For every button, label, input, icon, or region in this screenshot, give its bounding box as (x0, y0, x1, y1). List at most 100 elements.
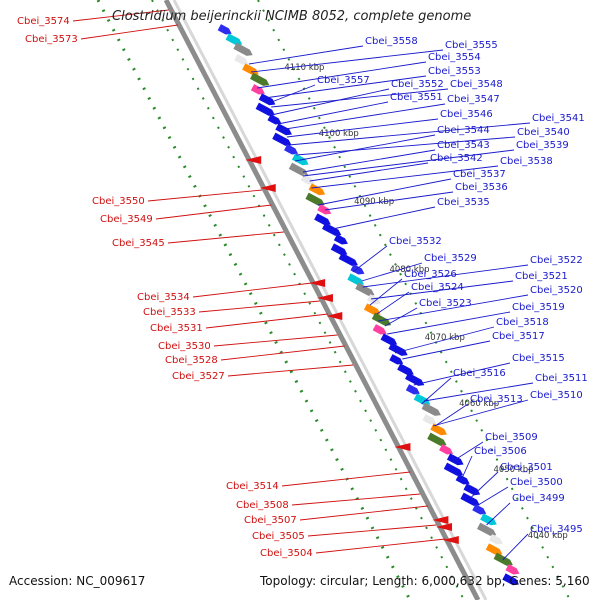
forward-leader (286, 118, 439, 138)
gene-block (288, 162, 309, 176)
forward-leader (486, 502, 511, 526)
forward-gene-label: Cbei_3509 (485, 432, 538, 443)
scale-label: 4110 kbp (284, 63, 324, 73)
forward-gene-label: Cbei_3552 (391, 79, 444, 90)
reverse-leader (155, 204, 272, 220)
forward-gene-label: Cbei_3520 (530, 285, 583, 296)
forward-gene-label: Cbei_3532 (389, 236, 442, 247)
gene-block (421, 402, 441, 416)
forward-leader (387, 311, 511, 335)
forward-leader (369, 278, 403, 306)
forward-leader (384, 307, 418, 327)
forward-leader (332, 206, 436, 230)
forward-leader (461, 455, 473, 479)
forward-leader (378, 294, 529, 322)
gene-block (314, 213, 331, 226)
forward-gene-label: Cbei_3517 (492, 331, 545, 342)
gene-block (300, 174, 315, 185)
forward-gene-label: Cbei_3515 (512, 353, 565, 364)
reverse-gene-arrow (394, 443, 411, 451)
gene-block (317, 204, 332, 215)
forward-leader (394, 326, 495, 354)
gene-block (233, 42, 253, 56)
gene-block (389, 354, 404, 365)
reverse-gene-label: Cbei_3504 (260, 548, 313, 559)
forward-gene-label: Cbei_3524 (411, 282, 464, 293)
gene-block (502, 573, 519, 586)
forward-leader (434, 403, 469, 427)
forward-leader (257, 61, 427, 89)
forward-gene-label: Cbei_3543 (437, 140, 490, 151)
reverse-leader (205, 313, 329, 329)
gene-block (350, 264, 365, 275)
label-leaders-layer (72, 9, 534, 561)
gene-block (488, 534, 503, 545)
forward-gene-label: Cbei_3529 (424, 253, 477, 264)
reverse-gene-label: Cbei_3508 (236, 500, 289, 511)
gene-block (284, 144, 299, 155)
forward-gene-label: Cbei_3546 (440, 109, 493, 120)
forward-gene-label: Cbei_3535 (437, 197, 490, 208)
scale-label: 4080 kbp (389, 265, 429, 275)
forward-gene-label: Cbei_3500 (510, 477, 563, 488)
reverse-gene-label: Cbei_3528 (165, 355, 218, 366)
gene-block (333, 234, 348, 245)
gene-block (443, 462, 464, 476)
gene-block (367, 294, 382, 305)
gene-block (372, 324, 387, 335)
reverse-gene-arrow (442, 536, 459, 544)
reverse-leader (147, 189, 263, 202)
scale-label: 4100 kbp (319, 129, 359, 139)
gene-block (347, 273, 364, 286)
forward-leader (278, 103, 446, 131)
reverse-gene-label: Cbei_3505 (252, 531, 305, 542)
reverse-gene-label: Cbei_3530 (158, 341, 211, 352)
forward-leader (371, 280, 514, 300)
scale-label: 4070 kbp (425, 333, 465, 343)
forward-gene-label: Cbei_3513 (470, 394, 523, 405)
forward-leader (302, 149, 436, 173)
forward-gene-label: Cbei_3542 (430, 153, 483, 164)
gene-block (225, 33, 243, 46)
forward-gene-label: Cbei_3554 (428, 52, 481, 63)
scale-label: 4040 kbp (528, 531, 568, 541)
reverse-gene-label: Cbei_3550 (92, 196, 145, 207)
forward-leader (277, 101, 389, 125)
scale-label: 4060 kbp (459, 399, 499, 409)
gene-block (505, 564, 520, 575)
backbone-outer (163, 0, 481, 602)
gene-block (480, 513, 497, 526)
reverse-leader (307, 524, 437, 537)
tick-track-3 (257, 0, 571, 601)
forward-gene-label: Cbei_3522 (530, 255, 583, 266)
forward-gene-label: Cbei_3526 (404, 269, 457, 280)
gene-block (305, 192, 325, 206)
reverse-leader (299, 505, 429, 521)
gene-block (267, 114, 282, 125)
forward-leader (295, 134, 436, 162)
forward-leader (432, 399, 529, 427)
forward-gene-label: Cbei_3557 (317, 75, 370, 86)
forward-gene-label: Cbei_3540 (517, 127, 570, 138)
reverse-gene-arrow (245, 156, 262, 164)
forward-leader (271, 88, 390, 116)
forward-gene-label: Cbei_3495 (530, 524, 583, 535)
reverse-gene-label: Cbei_3573 (25, 34, 78, 45)
gene-block (250, 72, 270, 86)
gene-block (355, 282, 375, 296)
reverse-gene-label: Cbei_3534 (137, 292, 190, 303)
forward-gene-label: Cbei_3511 (535, 373, 588, 384)
reverse-leader (220, 345, 345, 361)
gene-block (291, 153, 309, 166)
forward-gene-label: Cbei_3518 (496, 317, 549, 328)
forward-gene-label: Cbei_3558 (365, 36, 418, 47)
forward-gene-label: Cbei_3539 (516, 140, 569, 151)
gene-block (422, 414, 437, 425)
reverse-gene-label: Cbei_3531 (150, 323, 203, 334)
gene-block (477, 522, 497, 536)
gene-block (308, 183, 326, 196)
forward-gene-label: Cbei_3510 (530, 390, 583, 401)
reverse-gene-label: Cbei_3574 (17, 16, 70, 27)
